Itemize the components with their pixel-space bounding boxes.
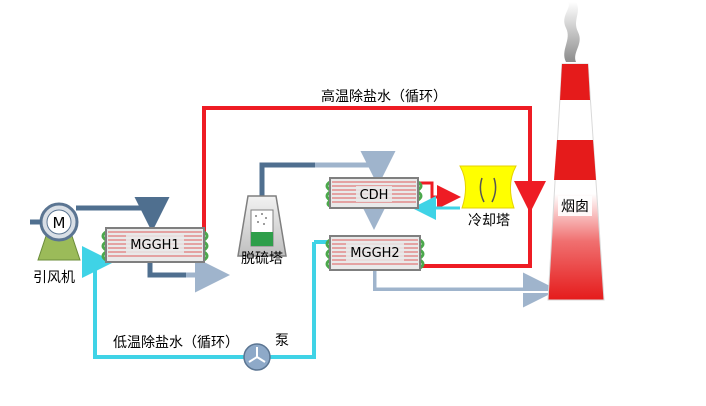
desulf-liquid (251, 232, 273, 246)
cooling-tower-body (459, 165, 517, 209)
induced-draft-fan: M 引风机 (30, 202, 81, 286)
pump: 泵 (243, 333, 289, 371)
cold-water-pipe (82, 242, 316, 359)
smoke-plume (564, 2, 580, 62)
cdh-exchanger: CDH (325, 177, 423, 209)
hot-water-loop (202, 106, 546, 268)
mggh1-label-bg (126, 235, 184, 253)
cdh-to-tower-hot-pipe (418, 181, 461, 209)
desulf-outlet-duct (259, 162, 315, 196)
duct-highlight (371, 270, 548, 293)
cooling-tower-label: 冷却塔 (468, 213, 510, 229)
cooling-tower-flow-right (491, 177, 497, 203)
mggh2-exchanger: MGGH2 (325, 235, 425, 271)
fan-label: 引风机 (33, 270, 75, 286)
cooling-tower-flow-left (479, 177, 485, 203)
motor-label: M (53, 214, 66, 232)
pump-impeller (248, 347, 266, 363)
desulf-label: 脱硫塔 (241, 251, 283, 267)
chimney-band-top (560, 64, 590, 100)
mggh1-label: MGGH1 (130, 238, 179, 253)
chimney-band-middle (554, 140, 596, 180)
cdh-label: CDH (360, 188, 389, 203)
hot-water-pipe-top (202, 106, 546, 233)
chimney-label: 烟囱 (561, 199, 589, 215)
desulf-to-cdh-duct (315, 151, 396, 186)
cold-loop-label: 低温除盐水（循环） (113, 335, 239, 351)
cdh-label-bg (356, 186, 392, 202)
chimney-label-bg (558, 196, 592, 216)
pump-label: 泵 (275, 333, 289, 349)
mggh2-label: MGGH2 (350, 246, 399, 261)
chimney: 烟囱 (547, 2, 605, 301)
hot-water-pipe-return (422, 205, 532, 268)
mggh1-exchanger: MGGH1 (101, 227, 209, 263)
mggh1-outlet-duct (147, 262, 186, 278)
motor-inner (46, 209, 72, 235)
fan-to-mggh1-duct (76, 197, 170, 232)
desulf-spray-icon (255, 213, 267, 225)
hot-loop-label: 高温除盐水（循环） (321, 88, 447, 105)
mggh2-label-bg (346, 243, 404, 261)
mggh2-to-chimney-duct (371, 270, 558, 308)
desulfurization-tower: 脱硫塔 (237, 195, 287, 267)
cooling-tower: 冷却塔 (459, 165, 517, 229)
